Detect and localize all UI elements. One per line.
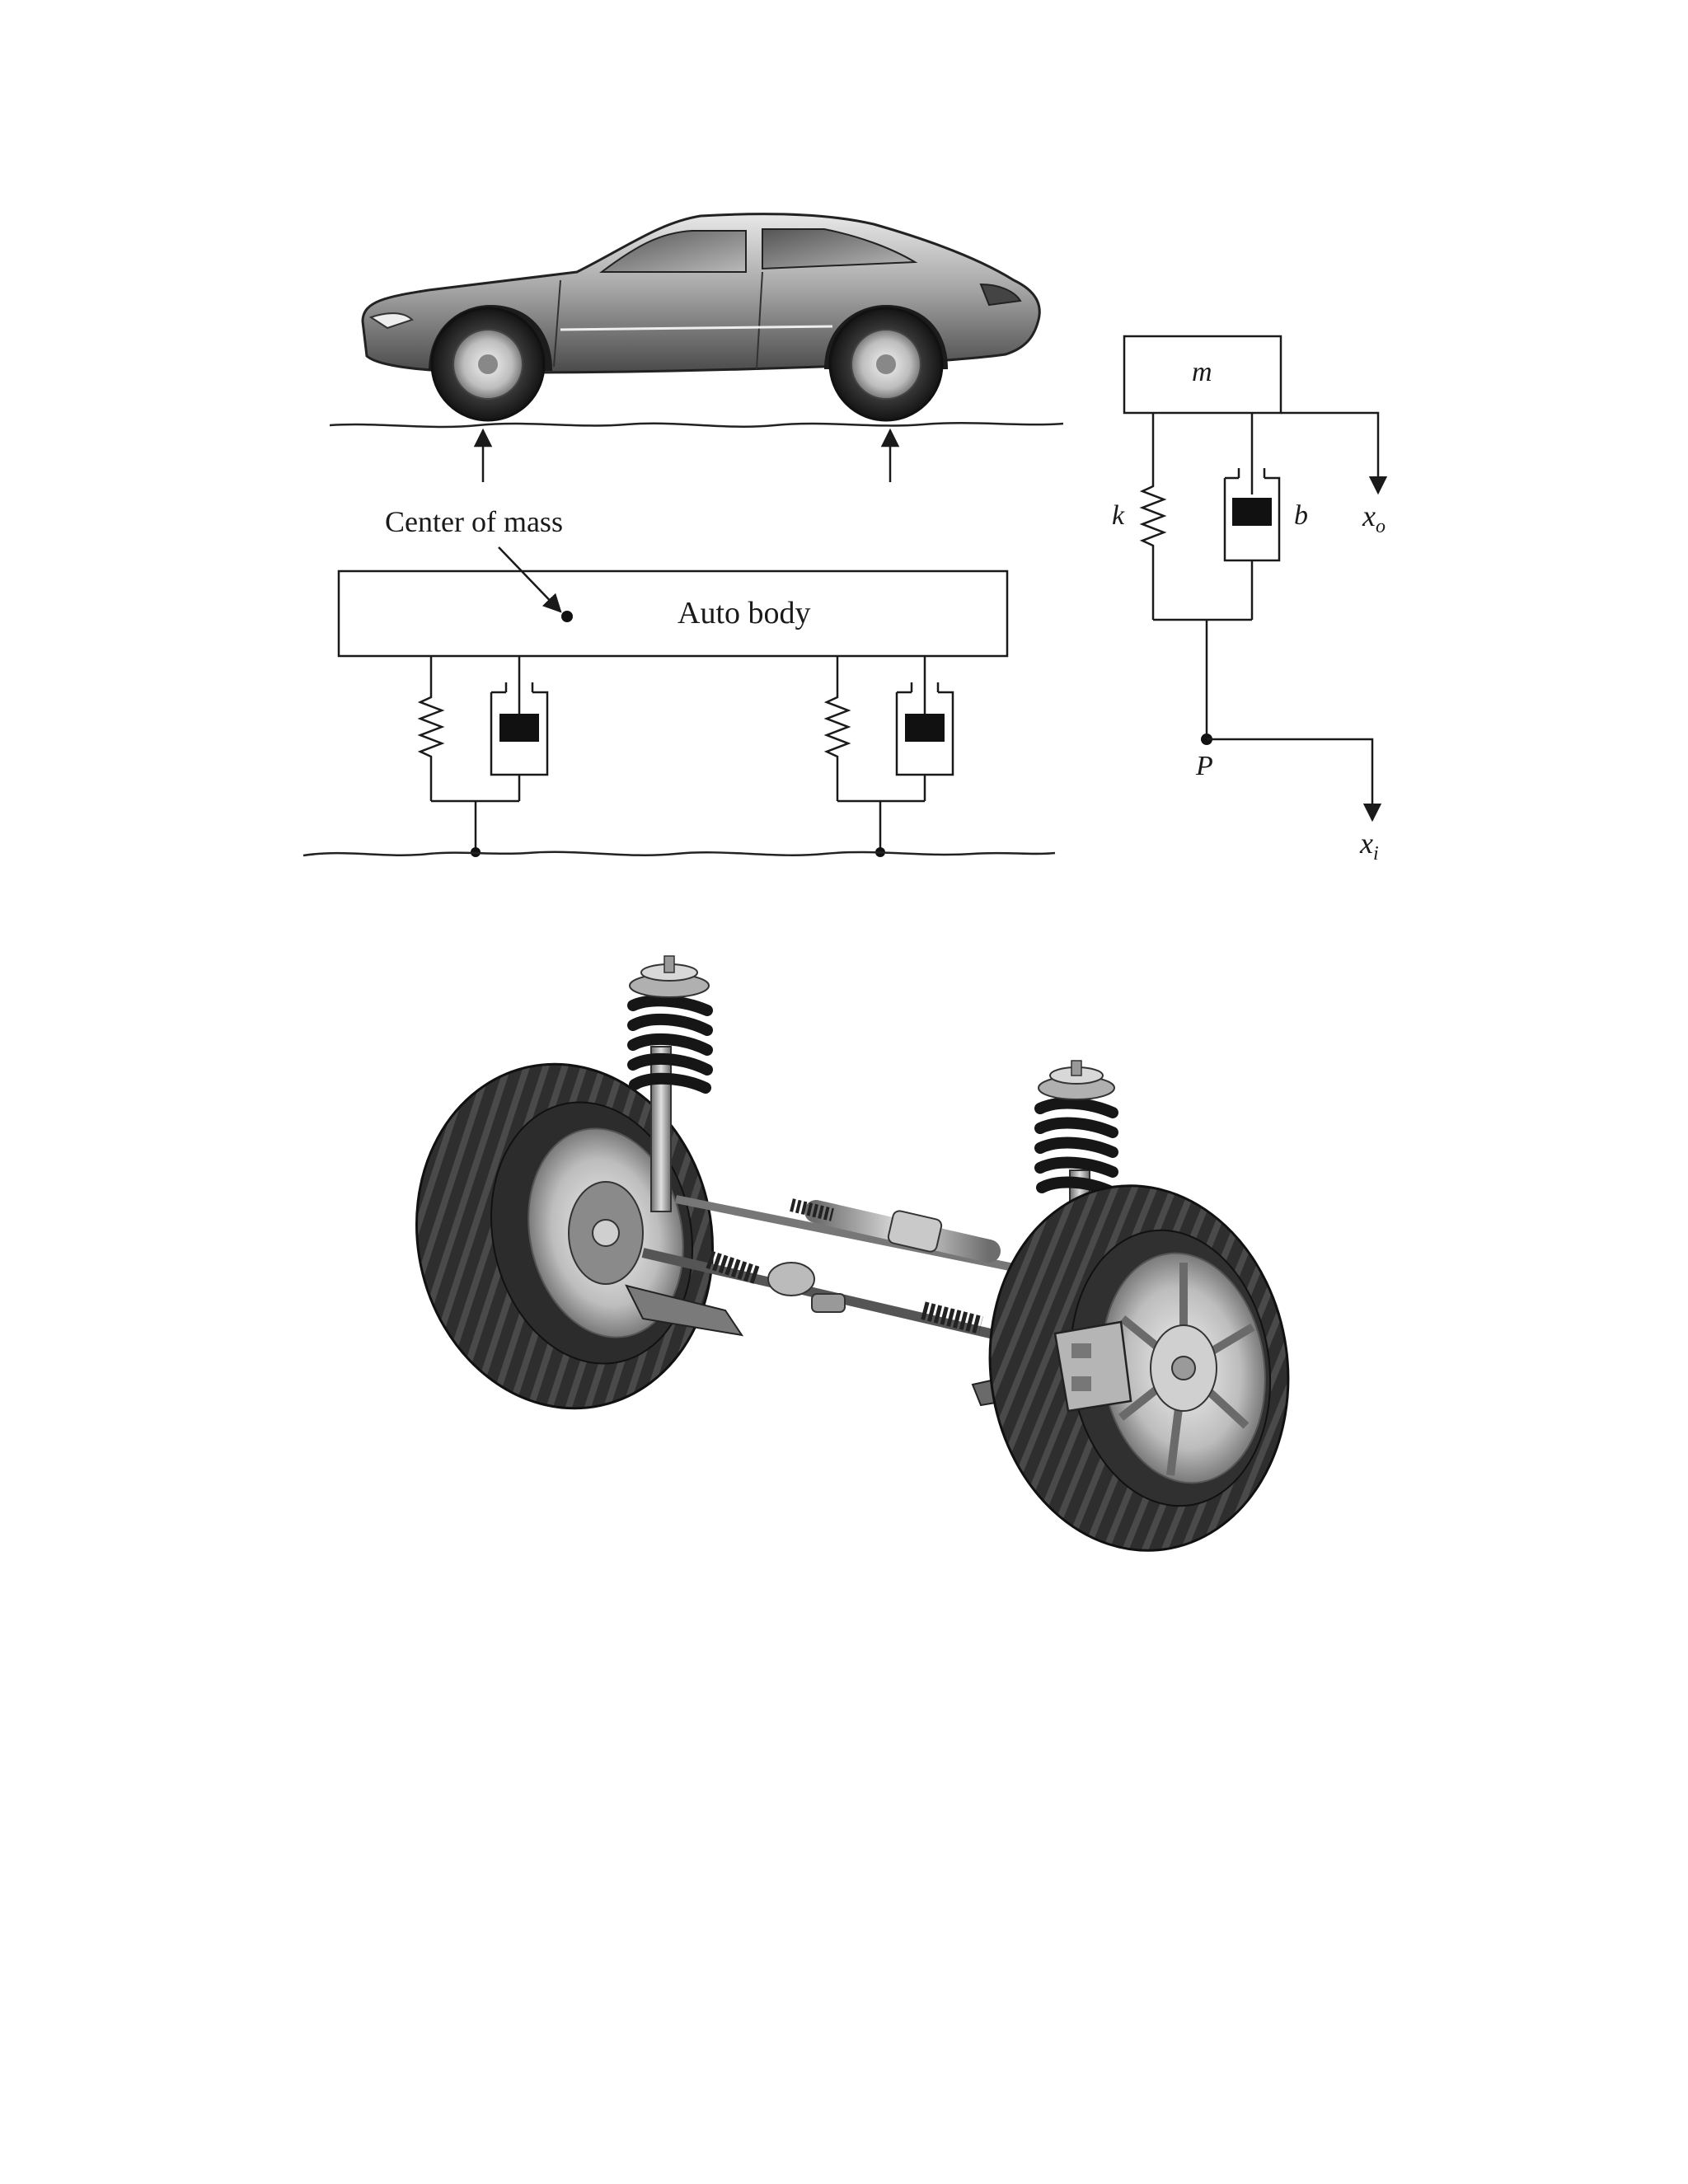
output-arrow xyxy=(1281,411,1388,495)
right-coil-spring xyxy=(1034,1097,1118,1197)
input-label: xi xyxy=(1359,827,1379,865)
auto-body-box xyxy=(337,569,1009,658)
left-strut xyxy=(627,955,713,1212)
left-suspension xyxy=(417,656,549,857)
car-taillight xyxy=(979,283,1022,307)
center-of-mass-dot xyxy=(561,611,573,622)
mass-box xyxy=(1123,335,1282,415)
quarter-car-model: m xo k b P xi xyxy=(1112,335,1388,865)
quarter-spring xyxy=(1139,413,1167,620)
input-arrow xyxy=(1207,738,1382,823)
steering-rack xyxy=(675,1195,1023,1273)
center-of-mass-label: Center of mass xyxy=(385,505,563,538)
brake-caliper xyxy=(1053,1320,1132,1413)
spring-label: k xyxy=(1112,500,1125,531)
road-line-bottom xyxy=(302,851,1056,857)
car-window-front xyxy=(598,230,747,273)
right-wheel xyxy=(988,1184,1290,1552)
auto-body-label: Auto body xyxy=(678,596,811,630)
point-p-label: P xyxy=(1195,751,1213,781)
left-coil-spring xyxy=(627,995,713,1094)
road-line-top xyxy=(329,422,1064,429)
left-wheel xyxy=(415,1062,715,1410)
right-damper xyxy=(895,656,954,801)
car-illustration xyxy=(329,213,1064,482)
quarter-damper xyxy=(1223,413,1281,620)
left-damper xyxy=(490,656,549,801)
car-front-wheel xyxy=(430,307,546,422)
car-headlight xyxy=(368,312,414,330)
right-suspension xyxy=(823,656,954,857)
car-suspension-model: Center of mass Auto body xyxy=(302,505,1056,857)
damper-label: b xyxy=(1294,500,1308,531)
center-of-mass-pointer xyxy=(498,546,562,613)
output-label: xo xyxy=(1362,499,1386,537)
right-spring xyxy=(823,656,851,801)
mass-label: m xyxy=(1192,357,1212,387)
front-suspension-illustration xyxy=(415,955,1290,1552)
car-rear-wheel xyxy=(828,307,944,422)
car-window-rear xyxy=(762,228,918,270)
left-spring xyxy=(417,656,445,801)
